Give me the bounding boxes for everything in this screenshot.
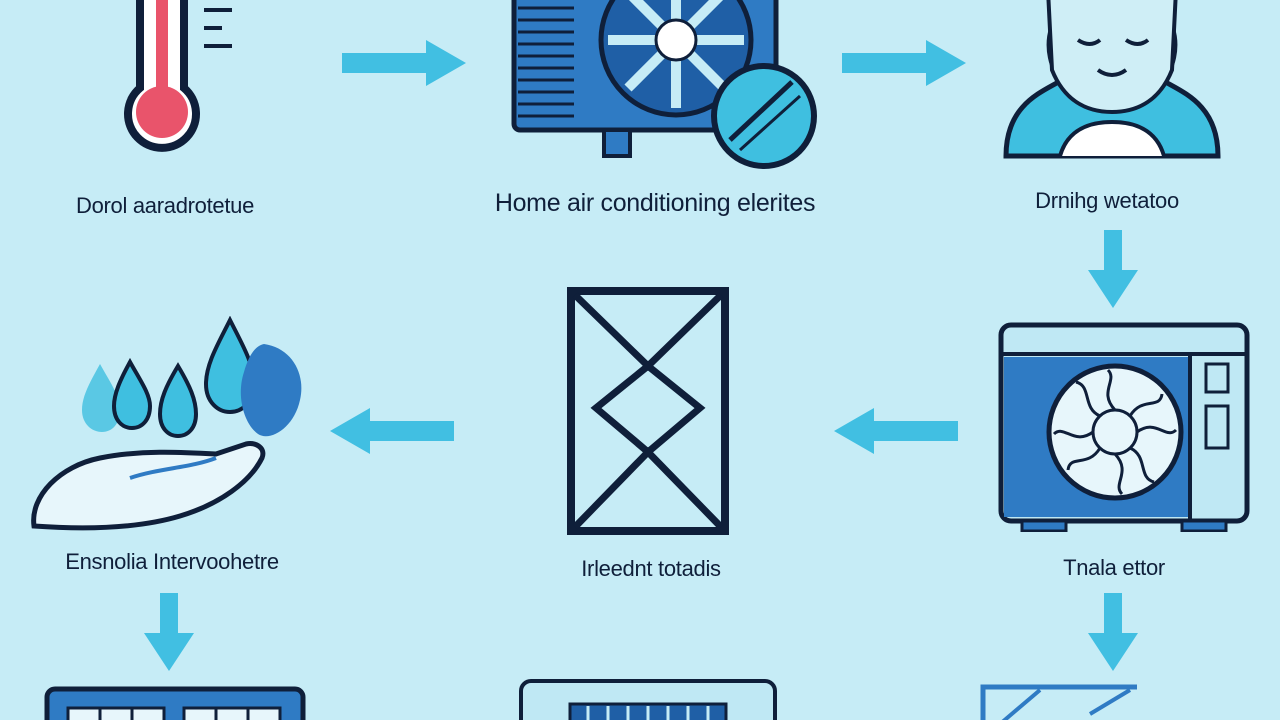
arrow-left-icon — [330, 408, 454, 454]
person-icon — [1003, 0, 1221, 159]
hand-water-label: Ensnolia Intervoohetre — [65, 549, 279, 574]
person-label: Drnihg wetatoo — [1035, 188, 1179, 213]
hand-water-drops-icon — [31, 316, 302, 531]
air-conditioner-icon — [511, 0, 817, 169]
ac-unit-label: Home air conditioning elerites — [494, 189, 816, 217]
arrow-right-icon — [342, 40, 466, 86]
outdoor-unit-label: Tnala ettor — [1063, 555, 1165, 580]
filter-icon — [567, 287, 729, 535]
solar-panel-icon — [44, 686, 306, 720]
arrow-right-icon — [842, 40, 966, 86]
thermometer-icon — [124, 0, 232, 152]
filter-label: Irleednt totadis — [581, 556, 721, 581]
thermometer-label: Dorol aaradrotetue — [75, 193, 255, 218]
arrow-down-icon — [144, 593, 194, 671]
arrow-left-icon — [834, 408, 958, 454]
arrow-down-icon — [1088, 230, 1138, 308]
vent-unit-icon — [519, 679, 777, 720]
panel-frame-icon — [980, 684, 1137, 720]
outdoor-unit-icon — [998, 322, 1250, 532]
arrow-down-icon — [1088, 593, 1138, 671]
